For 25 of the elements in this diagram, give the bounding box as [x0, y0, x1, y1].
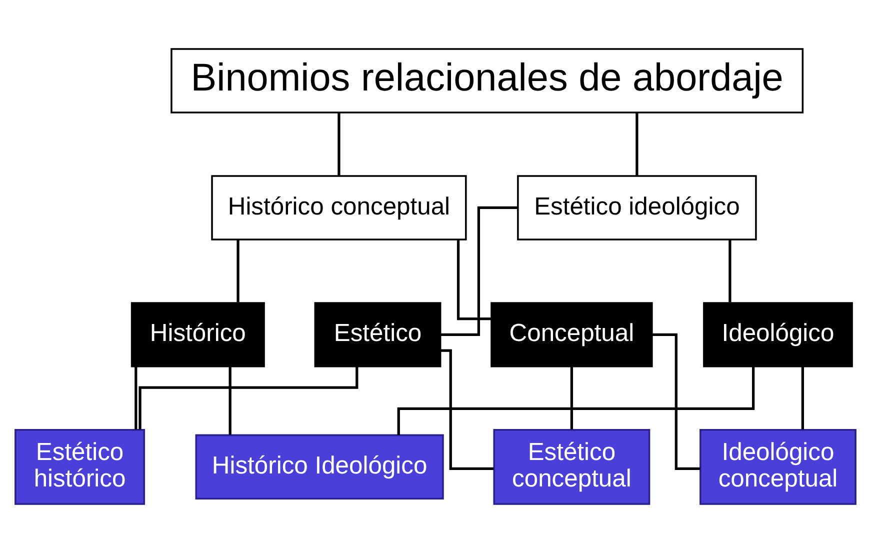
node-box: Conceptual: [490, 302, 653, 368]
connector: [138, 366, 358, 430]
connector: [397, 366, 755, 436]
connector: [338, 112, 340, 176]
connector: [236, 240, 240, 302]
node-box: Binomios relacionales de abordaje: [170, 48, 804, 114]
connector: [228, 366, 232, 435]
node-box: Histórico Ideológico: [195, 434, 444, 500]
node-box: Estético: [314, 302, 442, 368]
connector: [801, 366, 804, 430]
connector: [636, 112, 638, 176]
connector: [440, 206, 518, 336]
node-box: Estético histórico: [14, 429, 146, 505]
node-box: Estético ideológico: [517, 175, 757, 240]
node-box: Ideológico conceptual: [700, 429, 856, 505]
connector: [134, 366, 138, 430]
connector: [456, 240, 492, 320]
connector: [440, 349, 494, 470]
node-box: Histórico: [130, 302, 265, 368]
connector: [570, 366, 574, 430]
node-box: Estético conceptual: [493, 429, 650, 505]
node-box: Histórico conceptual: [211, 175, 467, 240]
connector: [652, 333, 700, 470]
node-box: Ideológico: [703, 302, 853, 368]
connector: [728, 240, 732, 302]
